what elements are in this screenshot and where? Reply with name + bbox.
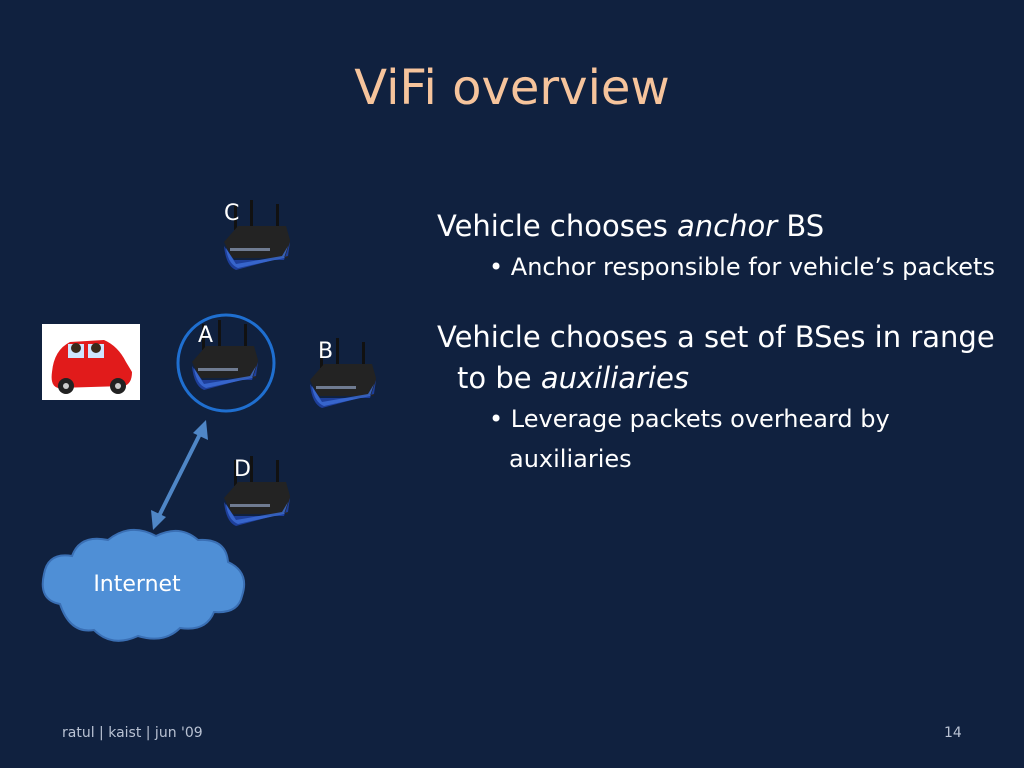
router-label-d: D xyxy=(234,457,251,482)
footer-text: ratul | kaist | jun '09 xyxy=(62,725,203,741)
internet-cloud: Internet xyxy=(41,529,246,642)
sub-bullet-2: • Leverage packets overheard by auxiliar… xyxy=(489,405,890,473)
router-label-c: C xyxy=(224,201,239,226)
bullet-1: Vehicle chooses anchor BS xyxy=(437,209,825,243)
router-b: B xyxy=(310,338,376,408)
anchor-ring xyxy=(176,313,276,413)
car-image xyxy=(42,324,140,400)
sub-bullet-1: • Anchor responsible for vehicle’s packe… xyxy=(489,253,995,281)
router-label-a: A xyxy=(198,323,213,348)
cloud-label: Internet xyxy=(93,572,181,597)
router-label-b: B xyxy=(318,339,333,364)
router-a: A xyxy=(192,320,258,390)
page-number: 14 xyxy=(944,725,962,741)
link-arrow xyxy=(151,420,208,530)
slide-title: ViFi overview xyxy=(354,60,670,116)
router-d: D xyxy=(224,456,290,526)
router-c: C xyxy=(224,200,290,270)
content-bullets: Vehicle chooses anchor BS • Anchor respo… xyxy=(437,206,997,479)
bullet-2: Vehicle chooses a set of BSes in range t… xyxy=(437,320,995,395)
